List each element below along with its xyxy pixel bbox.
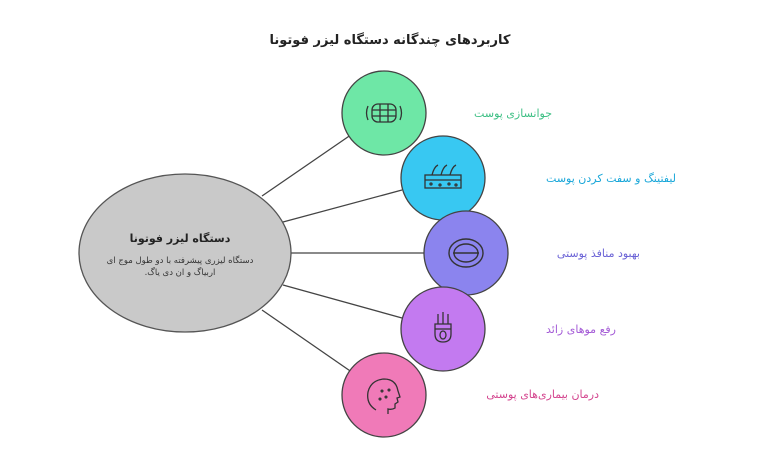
connector-lines: [261, 129, 424, 376]
skin-layers-icon: [424, 164, 462, 189]
pore-icon: [448, 238, 484, 268]
branch-node-4: [400, 286, 486, 372]
center-node-title: دستگاه لیزر فوتونا: [129, 232, 231, 245]
hair-follicle-icon: [434, 312, 452, 343]
branch-label-5: درمان بیماری‌های پوستی: [486, 388, 599, 401]
branch-label-4: رفع موهای زائد: [546, 323, 616, 336]
connector-1: [261, 129, 359, 197]
connector-4: [282, 284, 403, 319]
face-spots-icon: [367, 378, 401, 414]
branch-node-3: [423, 210, 509, 296]
branch-label-1: جوانسازی پوست: [474, 107, 552, 120]
branch-node-5: [341, 352, 427, 438]
branch-node-2: [400, 135, 486, 221]
diagram-title: کاربردهای چندگانه دستگاه لیزر فوتونا: [269, 33, 511, 48]
connector-5: [261, 309, 357, 376]
branch-node-1: [341, 70, 427, 156]
center-node: [78, 173, 292, 333]
branch-label-2: لیفتینگ و سفت کردن پوست: [546, 172, 676, 185]
center-node-description: دستگاه لیزری پیشرفته با دو طول موج ای ار…: [106, 256, 254, 278]
branch-label-3: بهبود منافذ پوستی: [556, 247, 640, 260]
connector-2: [282, 189, 403, 223]
face-mesh-icon: [365, 103, 403, 123]
